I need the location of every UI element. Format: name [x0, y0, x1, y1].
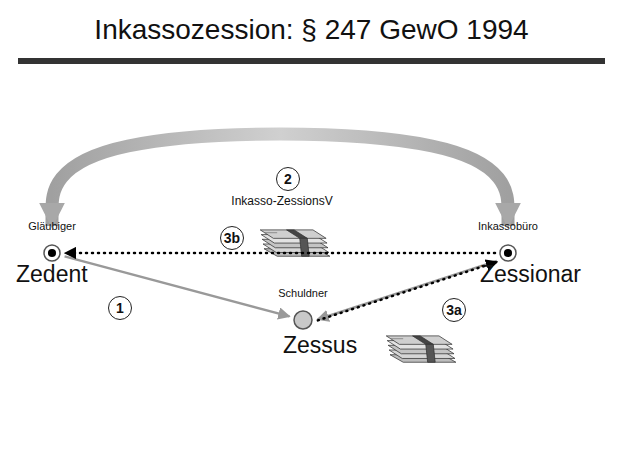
contract-arrow: [52, 134, 508, 226]
title-rule: [18, 58, 605, 64]
role-label: Schuldner: [278, 287, 328, 299]
payment-arrow: [65, 252, 495, 255]
party-node: SchuldnerZessus: [293, 310, 313, 330]
role-label: Inkassobüro: [478, 220, 538, 232]
callout-number: 3a: [442, 298, 466, 322]
party-name: Zessionar: [480, 262, 581, 287]
payment-arrow: [318, 262, 497, 321]
money-bundle: [386, 336, 456, 362]
party-name: Zessus: [283, 333, 357, 358]
contract-label: Inkasso-ZessionsV: [229, 194, 334, 208]
party-node: GläubigerZedent: [43, 244, 61, 262]
claim-arrow: [318, 261, 497, 320]
party-name: Zedent: [16, 262, 88, 287]
callout-number: 1: [108, 296, 132, 320]
party-dot: [499, 244, 517, 262]
party-node: InkassobüroZessionar: [499, 244, 517, 262]
callout-number: 3b: [220, 226, 244, 250]
party-dot: [293, 310, 313, 330]
role-label: Gläubiger: [28, 220, 76, 232]
claim-arrow: [65, 256, 290, 316]
title: Inkassozession: § 247 GewO 1994: [0, 14, 623, 46]
callout-number: 2: [276, 167, 300, 191]
party-dot: [43, 244, 61, 262]
